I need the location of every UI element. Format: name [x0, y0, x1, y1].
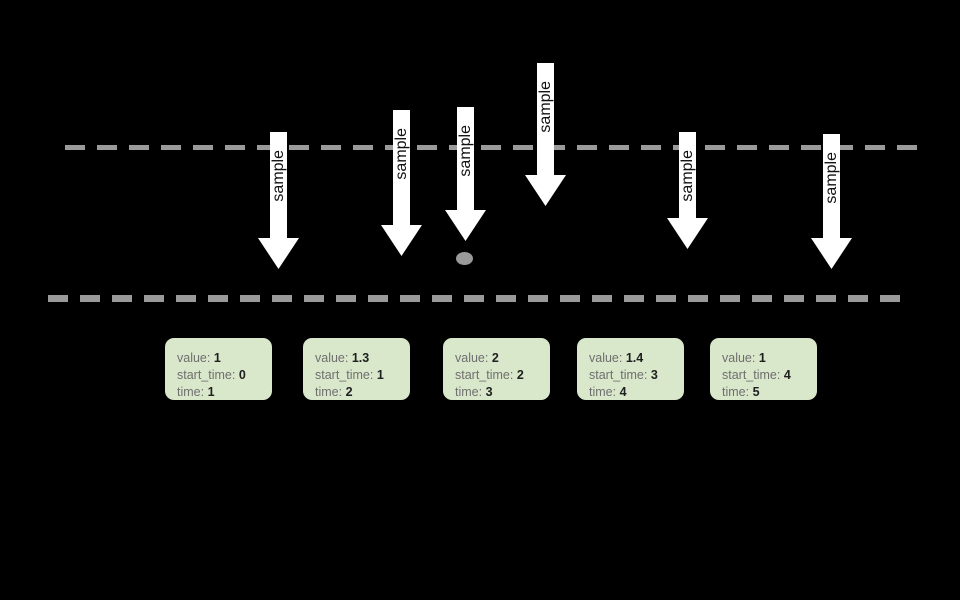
- sample-arrow-label-5: sample: [679, 150, 696, 202]
- record-field-start-time-value: 1: [376, 368, 384, 382]
- record-field-value: value: 1.4: [589, 350, 684, 367]
- record-field-time-value: 2: [345, 385, 353, 399]
- record-field-time-label: time:: [177, 385, 208, 399]
- record-field-start-time: start_time: 0: [177, 367, 272, 384]
- sample-arrow-5: [667, 132, 708, 249]
- record-field-time-value: 5: [752, 385, 760, 399]
- record-field-value-label: value:: [455, 351, 492, 365]
- record-field-value-value: 1.4: [625, 351, 644, 365]
- sample-arrow-6: [811, 134, 852, 269]
- record-field-value: value: 1: [722, 350, 817, 367]
- record-field-time-label: time:: [589, 385, 620, 399]
- record-field-start-time-value: 0: [238, 368, 246, 382]
- record-field-start-time: start_time: 4: [722, 367, 817, 384]
- record-field-time: time: 1: [177, 384, 272, 401]
- record-field-value-value: 1.3: [351, 351, 370, 365]
- record-field-start-time-value: 2: [516, 368, 524, 382]
- record-field-start-time: start_time: 1: [315, 367, 410, 384]
- record-field-start-time: start_time: 3: [589, 367, 684, 384]
- sample-arrow-label-4: sample: [537, 81, 554, 133]
- record-field-start-time-label: start_time:: [455, 368, 517, 382]
- record-field-time-label: time:: [722, 385, 753, 399]
- record-field-value-label: value:: [177, 351, 214, 365]
- record-field-time-value: 1: [207, 385, 215, 399]
- record-field-value-value: 2: [491, 351, 499, 365]
- record-field-value-label: value:: [722, 351, 759, 365]
- record-field-time: time: 2: [315, 384, 410, 401]
- record-field-start-time-value: 3: [650, 368, 658, 382]
- sample-arrow-label-3: sample: [457, 125, 474, 177]
- record-field-time-value: 3: [485, 385, 493, 399]
- lower-stream-line: [48, 294, 910, 302]
- record-field-time: time: 5: [722, 384, 817, 401]
- record-field-start-time-label: start_time:: [315, 368, 377, 382]
- sample-arrow-4: [525, 63, 566, 206]
- upper-stream-line: [65, 144, 928, 150]
- record-field-start-time-label: start_time:: [177, 368, 239, 382]
- sample-arrow-label-2: sample: [393, 128, 410, 180]
- record-field-value-value: 1: [213, 351, 221, 365]
- record-field-value-label: value:: [589, 351, 626, 365]
- record-field-time: time: 4: [589, 384, 684, 401]
- sample-arrow-3: [445, 107, 486, 241]
- record-field-value: value: 1: [177, 350, 272, 367]
- record-field-value-value: 1: [758, 351, 766, 365]
- sample-arrow-label-6: sample: [823, 152, 840, 204]
- record-field-value-label: value:: [315, 351, 352, 365]
- record-field-start-time-value: 4: [783, 368, 791, 382]
- sample-arrow-label-1: sample: [270, 150, 287, 202]
- record-field-start-time-label: start_time:: [589, 368, 651, 382]
- record-field-start-time-label: start_time:: [722, 368, 784, 382]
- record-field-value: value: 1.3: [315, 350, 410, 367]
- record-field-time: time: 3: [455, 384, 550, 401]
- record-field-value: value: 2: [455, 350, 550, 367]
- sample-arrow-2: [381, 110, 422, 256]
- record-field-start-time: start_time: 2: [455, 367, 550, 384]
- record-field-time-label: time:: [455, 385, 486, 399]
- record-field-time-value: 4: [619, 385, 627, 399]
- sample-point: [456, 252, 473, 265]
- record-field-time-label: time:: [315, 385, 346, 399]
- sample-arrow-1: [258, 132, 299, 269]
